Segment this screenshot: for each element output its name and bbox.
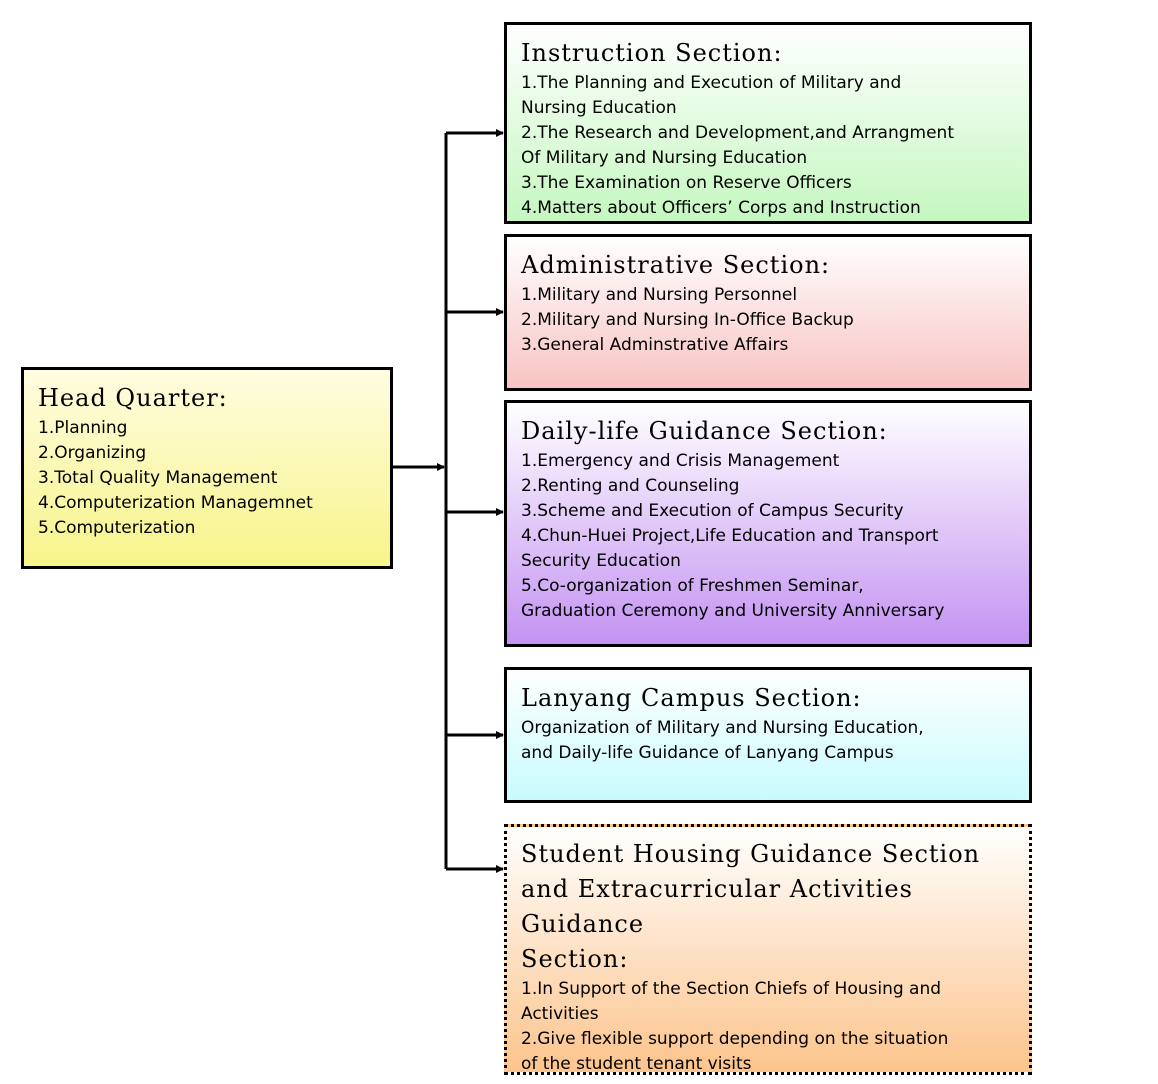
- administrative-section-items: 1.Military and Nursing Personnel 2.Milit…: [521, 283, 1015, 358]
- section-item: Nursing Education: [521, 98, 677, 118]
- head-quarter-item: 1.Planning: [38, 418, 128, 438]
- title-line: Section:: [521, 945, 629, 973]
- section-item: 1.The Planning and Execution of Military…: [521, 73, 902, 93]
- section-item: 5.Co-organization of Freshmen Seminar,: [521, 576, 864, 596]
- section-item: 1.Military and Nursing Personnel: [521, 285, 798, 305]
- section-item: Organization of Military and Nursing Edu…: [521, 718, 924, 738]
- title-line: Guidance: [521, 910, 645, 938]
- section-item: 3.General Adminstrative Affairs: [521, 335, 789, 355]
- instruction-section-items: 1.The Planning and Execution of Military…: [521, 71, 1015, 221]
- head-quarter-item: 5.Computerization: [38, 518, 196, 538]
- section-item: 3.The Examination on Reserve Officers: [521, 173, 852, 193]
- section-item: 2.The Research and Development,and Arran…: [521, 123, 954, 143]
- head-quarter-item: 2.Organizing: [38, 443, 147, 463]
- section-item: Graduation Ceremony and University Anniv…: [521, 601, 945, 621]
- head-quarter-item: 4.Computerization Managemnet: [38, 493, 313, 513]
- head-quarter-items: 1.Planning 2.Organizing 3.Total Quality …: [38, 416, 376, 541]
- title-line: and Extracurricular Activities: [521, 875, 913, 903]
- daily-life-guidance-section-title: Daily-life Guidance Section:: [521, 417, 888, 445]
- instruction-section-box: Instruction Section: 1.The Planning and …: [504, 22, 1032, 224]
- section-item: 4.Matters about Officers’ Corps and Inst…: [521, 198, 921, 218]
- lanyang-campus-section-title: Lanyang Campus Section:: [521, 684, 862, 712]
- daily-life-guidance-section-items: 1.Emergency and Crisis Management 2.Rent…: [521, 449, 1015, 624]
- title-line: Student Housing Guidance Section: [521, 840, 981, 868]
- section-item: 3.Scheme and Execution of Campus Securit…: [521, 501, 904, 521]
- student-housing-section-title: Student Housing Guidance Section and Ext…: [521, 837, 1015, 977]
- section-item: 1.In Support of the Section Chiefs of Ho…: [521, 979, 942, 999]
- head-quarter-box: Head Quarter: 1.Planning 2.Organizing 3.…: [21, 367, 393, 569]
- lanyang-campus-section-box: Lanyang Campus Section: Organization of …: [504, 667, 1032, 803]
- section-item: Activities: [521, 1004, 599, 1024]
- section-item: 1.Emergency and Crisis Management: [521, 451, 840, 471]
- administrative-section-title: Administrative Section:: [521, 251, 831, 279]
- student-housing-section-box: Student Housing Guidance Section and Ext…: [504, 824, 1032, 1075]
- section-item: and Daily-life Guidance of Lanyang Campu…: [521, 743, 894, 763]
- daily-life-guidance-section-box: Daily-life Guidance Section: 1.Emergency…: [504, 400, 1032, 647]
- section-item: Of Military and Nursing Education: [521, 148, 808, 168]
- head-quarter-item: 3.Total Quality Management: [38, 468, 278, 488]
- section-item: Security Education: [521, 551, 681, 571]
- section-item: 4.Chun-Huei Project,Life Education and T…: [521, 526, 939, 546]
- student-housing-section-items: 1.In Support of the Section Chiefs of Ho…: [521, 977, 1015, 1077]
- head-quarter-title: Head Quarter:: [38, 384, 228, 412]
- lanyang-campus-section-items: Organization of Military and Nursing Edu…: [521, 716, 1015, 766]
- section-item: 2.Renting and Counseling: [521, 476, 740, 496]
- section-item: 2.Give flexible support depending on the…: [521, 1029, 949, 1049]
- instruction-section-title: Instruction Section:: [521, 39, 783, 67]
- section-item: of the student tenant visits: [521, 1054, 752, 1074]
- section-item: 2.Military and Nursing In-Office Backup: [521, 310, 854, 330]
- administrative-section-box: Administrative Section: 1.Military and N…: [504, 234, 1032, 391]
